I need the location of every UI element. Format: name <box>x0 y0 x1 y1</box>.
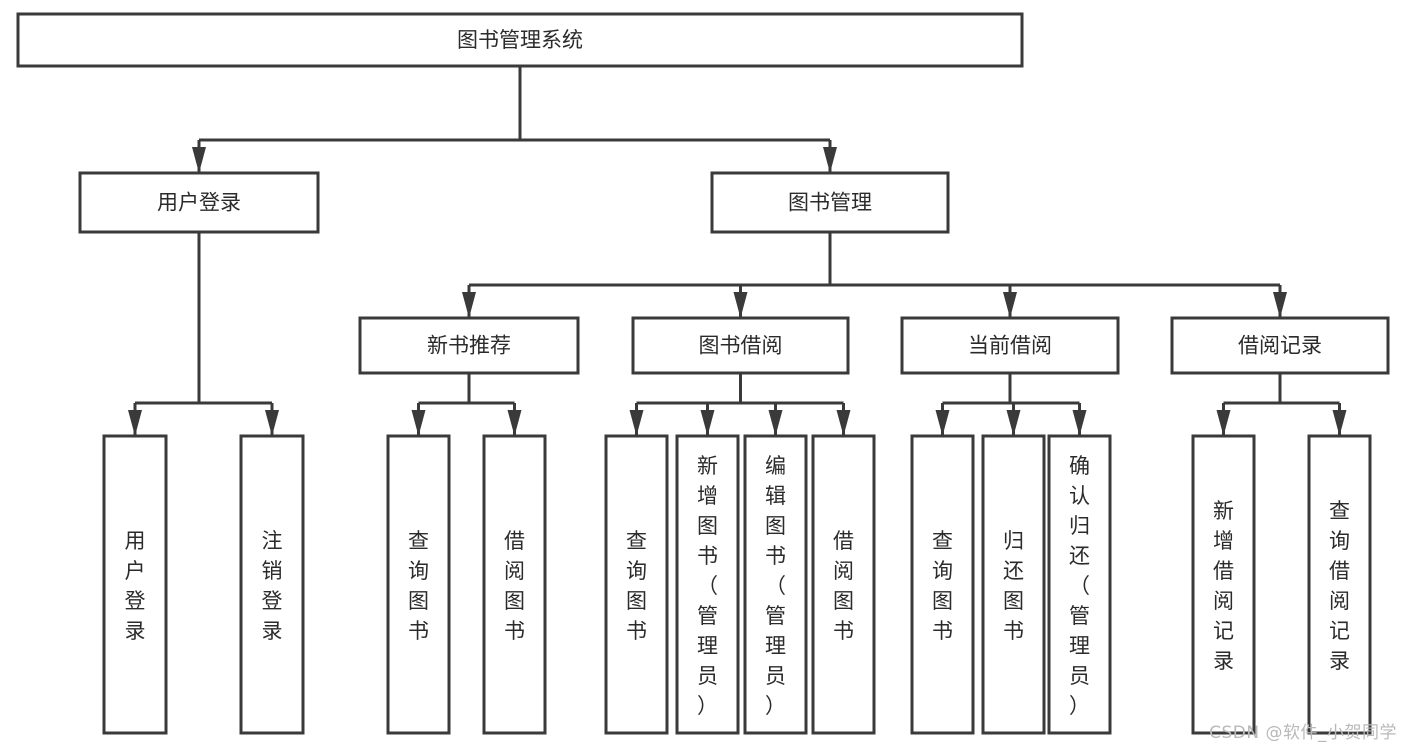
node-leaf-borrow-book[interactable]: 借阅图书 <box>811 434 876 735</box>
node-borrow-record[interactable]: 借阅记录 <box>1170 316 1390 375</box>
node-leaf-add-book-admin[interactable]: 新增图书（管理员） <box>675 434 740 735</box>
node-label-book-borrow: 图书借阅 <box>699 334 783 358</box>
edges-layer <box>128 66 1347 436</box>
node-label-book-management: 图书管理 <box>788 191 872 215</box>
node-label-leaf-confirm-return-admin: 确认归还（管理员） <box>1069 454 1090 718</box>
node-box-leaf-query-book-recommend <box>386 434 451 735</box>
node-leaf-return-book[interactable]: 归还图书 <box>981 434 1046 735</box>
node-label-root: 图书管理系统 <box>457 28 583 52</box>
node-leaf-edit-book-admin[interactable]: 编辑图书（管理员） <box>743 434 808 735</box>
node-box-book-borrow <box>631 316 850 375</box>
node-box-leaf-borrow-book <box>811 434 876 735</box>
node-label-new-book-recommend: 新书推荐 <box>427 334 511 358</box>
node-book-borrow[interactable]: 图书借阅 <box>631 316 850 375</box>
node-label-leaf-query-book-current: 查询图书 <box>932 529 953 643</box>
node-box-new-book-recommend <box>358 316 580 375</box>
node-box-root <box>16 12 1024 68</box>
node-label-leaf-return-book: 归还图书 <box>1003 529 1024 643</box>
node-box-user-login <box>78 171 320 234</box>
node-leaf-logout-login[interactable]: 注销登录 <box>239 434 305 735</box>
node-label-borrow-record: 借阅记录 <box>1238 334 1322 358</box>
node-box-leaf-confirm-return-admin <box>1047 434 1112 735</box>
node-leaf-query-book-current[interactable]: 查询图书 <box>910 434 975 735</box>
node-leaf-query-borrow-record[interactable]: 查询借阅记录 <box>1307 434 1372 735</box>
node-box-leaf-query-book-borrow <box>604 434 669 735</box>
node-user-login[interactable]: 用户登录 <box>78 171 320 234</box>
node-box-leaf-query-book-current <box>910 434 975 735</box>
node-label-leaf-logout-login: 注销登录 <box>262 529 283 643</box>
node-leaf-query-book-borrow[interactable]: 查询图书 <box>604 434 669 735</box>
node-box-leaf-query-borrow-record <box>1307 434 1372 735</box>
node-label-leaf-query-borrow-record: 查询借阅记录 <box>1329 499 1350 673</box>
node-box-borrow-record <box>1170 316 1390 375</box>
node-label-leaf-query-book-borrow: 查询图书 <box>626 529 647 643</box>
node-box-current-borrow <box>900 316 1120 375</box>
node-leaf-borrow-book-recommend[interactable]: 借阅图书 <box>482 434 547 735</box>
node-label-leaf-add-book-admin: 新增图书（管理员） <box>697 454 718 718</box>
node-root[interactable]: 图书管理系统 <box>16 12 1024 68</box>
node-book-management[interactable]: 图书管理 <box>710 171 950 234</box>
node-box-leaf-add-book-admin <box>675 434 740 735</box>
node-label-user-login: 用户登录 <box>157 191 241 215</box>
node-label-leaf-add-borrow-record: 新增借阅记录 <box>1213 499 1234 673</box>
node-leaf-query-book-recommend[interactable]: 查询图书 <box>386 434 451 735</box>
node-label-current-borrow: 当前借阅 <box>968 334 1052 358</box>
node-box-leaf-edit-book-admin <box>743 434 808 735</box>
node-label-leaf-borrow-book: 借阅图书 <box>833 529 854 643</box>
node-label-leaf-user-login: 用户登录 <box>125 529 146 643</box>
node-box-leaf-borrow-book-recommend <box>482 434 547 735</box>
node-current-borrow[interactable]: 当前借阅 <box>900 316 1120 375</box>
node-label-leaf-borrow-book-recommend: 借阅图书 <box>504 529 525 643</box>
watermark-text: CSDN @软件_小贺同学 <box>1209 723 1397 743</box>
node-box-leaf-return-book <box>981 434 1046 735</box>
node-leaf-add-borrow-record[interactable]: 新增借阅记录 <box>1191 434 1256 735</box>
node-leaf-confirm-return-admin[interactable]: 确认归还（管理员） <box>1047 434 1112 735</box>
node-new-book-recommend[interactable]: 新书推荐 <box>358 316 580 375</box>
node-box-leaf-user-login <box>102 434 168 735</box>
node-leaf-user-login[interactable]: 用户登录 <box>102 434 168 735</box>
node-box-book-management <box>710 171 950 234</box>
node-box-leaf-logout-login <box>239 434 305 735</box>
node-label-leaf-edit-book-admin: 编辑图书（管理员） <box>765 454 786 718</box>
node-box-leaf-add-borrow-record <box>1191 434 1256 735</box>
node-label-leaf-query-book-recommend: 查询图书 <box>408 529 429 643</box>
nodes-layer: 图书管理系统用户登录图书管理新书推荐图书借阅当前借阅借阅记录用户登录注销登录查询… <box>16 12 1390 735</box>
